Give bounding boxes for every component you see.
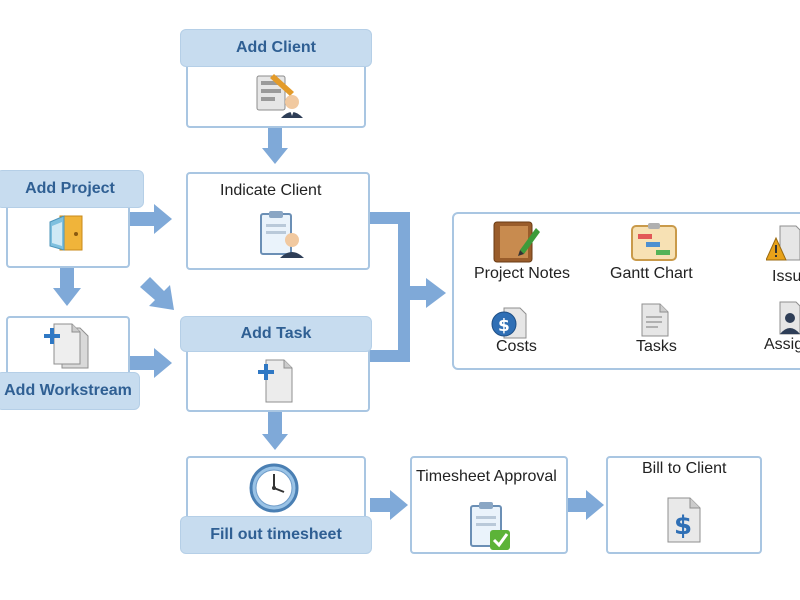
bracket-vertical bbox=[398, 212, 410, 362]
tasks-document-icon bbox=[641, 303, 669, 337]
clock-icon bbox=[249, 463, 299, 513]
arrow-workstream-to-task-head bbox=[154, 348, 172, 378]
project-notes-label[interactable]: Project Notes bbox=[474, 265, 571, 282]
bracket-out bbox=[406, 286, 428, 300]
gantt-chart-icon bbox=[631, 223, 677, 261]
add-workstream-title[interactable]: Add Workstream bbox=[0, 372, 140, 410]
project-notes-icon bbox=[493, 221, 540, 263]
svg-text:$: $ bbox=[674, 511, 692, 541]
arrow-project-to-workstream bbox=[60, 268, 74, 290]
assignments-person-icon bbox=[779, 301, 800, 335]
client-record-icon bbox=[256, 74, 303, 118]
arrow-task-to-timesheet-head bbox=[262, 434, 288, 450]
bracket-bottom bbox=[370, 350, 410, 362]
arrow-approval-to-bill bbox=[568, 498, 588, 512]
arrow-project-to-indicate bbox=[130, 212, 156, 226]
arrow-approval-to-bill-head bbox=[586, 490, 604, 520]
add-task-icon bbox=[258, 359, 293, 403]
arrow-client-to-indicate-head bbox=[262, 148, 288, 164]
issues-warning-icon bbox=[766, 225, 800, 261]
timesheet-approval-label: Timesheet Approval bbox=[416, 468, 557, 485]
indicate-client-label: Indicate Client bbox=[220, 182, 322, 199]
arrow-workstream-to-task bbox=[130, 356, 156, 370]
tasks-label[interactable]: Tasks bbox=[636, 338, 677, 355]
bill-to-client-label: Bill to Client bbox=[642, 460, 727, 477]
arrow-timesheet-to-approval bbox=[370, 498, 392, 512]
add-workstream-icon bbox=[44, 323, 89, 369]
fill-timesheet-title[interactable]: Fill out timesheet bbox=[180, 516, 372, 554]
project-folder-icon bbox=[49, 215, 83, 251]
clipboard-client-icon bbox=[260, 211, 304, 258]
assignments-label[interactable]: Assig bbox=[764, 336, 800, 353]
costs-label[interactable]: Costs bbox=[496, 338, 537, 355]
add-client-title[interactable]: Add Client bbox=[180, 29, 372, 67]
add-project-title[interactable]: Add Project bbox=[0, 170, 144, 208]
arrow-project-to-task-diagonal bbox=[140, 277, 174, 310]
issues-label[interactable]: Issu bbox=[772, 268, 800, 285]
arrow-project-to-indicate-head bbox=[154, 204, 172, 234]
add-task-title[interactable]: Add Task bbox=[180, 316, 372, 352]
bracket-out-head bbox=[426, 278, 446, 308]
arrow-client-to-indicate bbox=[268, 128, 282, 150]
arrow-timesheet-to-approval-head bbox=[390, 490, 408, 520]
svg-text:$: $ bbox=[498, 316, 510, 336]
costs-icon: $ bbox=[491, 307, 527, 339]
dollar-document-icon: $ bbox=[667, 497, 701, 543]
arrow-task-to-timesheet bbox=[268, 412, 282, 436]
arrow-project-to-workstream-head bbox=[53, 288, 81, 306]
gantt-chart-label[interactable]: Gantt Chart bbox=[610, 265, 693, 282]
clipboard-check-icon bbox=[470, 502, 510, 550]
